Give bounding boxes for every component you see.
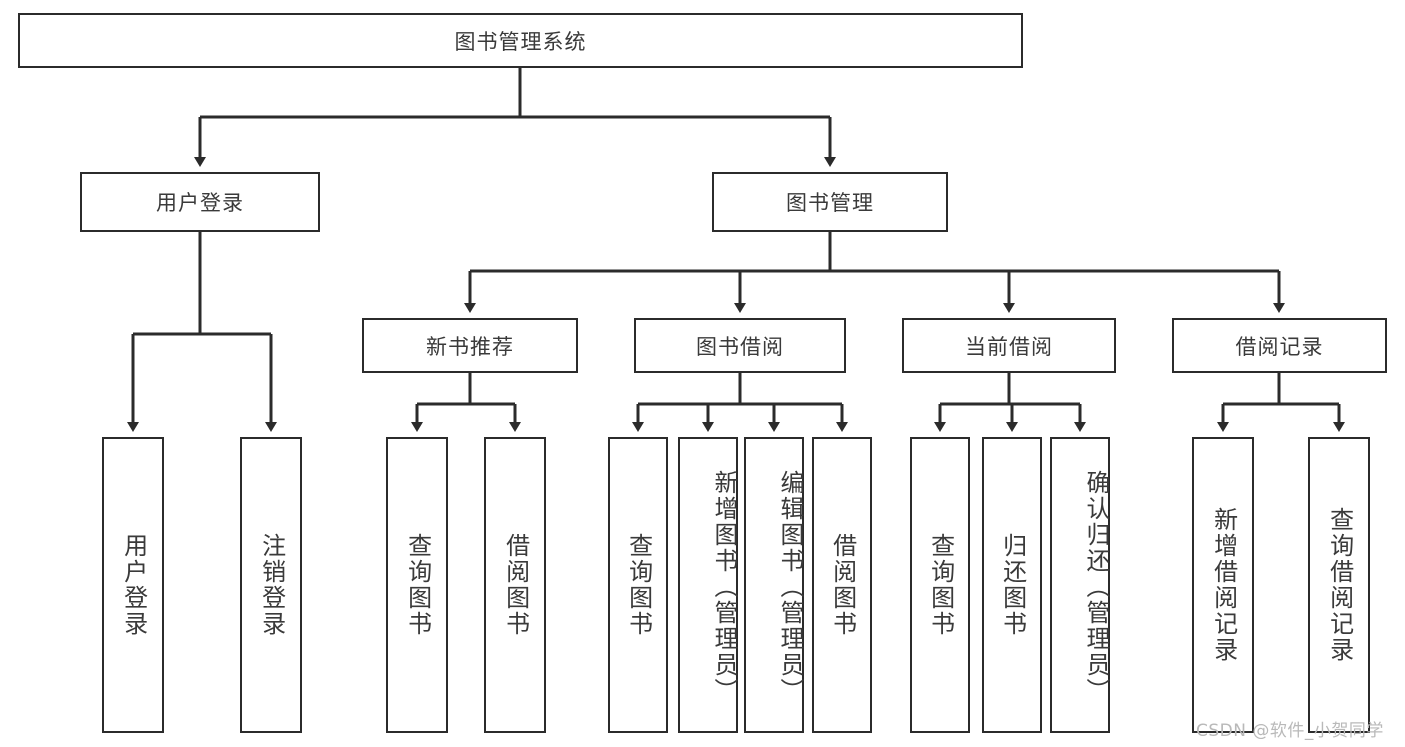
node-label: 查询图书 — [926, 533, 955, 637]
node-leaf-confirm-return[interactable]: 确认归还（管理员） — [1050, 437, 1110, 733]
node-root[interactable]: 图书管理系统 — [18, 13, 1023, 68]
node-label: 查询借阅记录 — [1325, 507, 1354, 663]
node-label: 借阅图书 — [501, 533, 530, 637]
node-leaf-return-book[interactable]: 归还图书 — [982, 437, 1042, 733]
node-label: 用户登录 — [119, 533, 148, 637]
node-label: 查询图书 — [403, 533, 432, 637]
node-label: 新增借阅记录 — [1209, 507, 1238, 663]
node-leaf-logout[interactable]: 注销登录 — [240, 437, 302, 733]
node-label: 新增图书（管理员） — [710, 470, 738, 704]
node-label: 编辑图书（管理员） — [776, 470, 804, 704]
node-leaf-query-book-1[interactable]: 查询图书 — [386, 437, 448, 733]
node-label: 图书管理系统 — [454, 29, 587, 54]
node-label: 用户登录 — [156, 191, 244, 215]
node-label: 查询图书 — [624, 533, 653, 637]
node-label: 归还图书 — [998, 533, 1027, 637]
node-leaf-borrow-book-2[interactable]: 借阅图书 — [812, 437, 872, 733]
node-current-borrow[interactable]: 当前借阅 — [902, 318, 1116, 373]
node-book-manage[interactable]: 图书管理 — [712, 172, 948, 232]
node-label: 图书借阅 — [696, 334, 784, 359]
node-user-login[interactable]: 用户登录 — [80, 172, 320, 232]
node-label: 当前借阅 — [965, 334, 1053, 359]
node-leaf-edit-book[interactable]: 编辑图书（管理员） — [744, 437, 804, 733]
node-leaf-query-book-2[interactable]: 查询图书 — [608, 437, 668, 733]
node-label: 确认归还（管理员） — [1082, 470, 1110, 704]
node-leaf-add-record[interactable]: 新增借阅记录 — [1192, 437, 1254, 733]
node-label: 图书管理 — [786, 191, 874, 215]
node-leaf-user-login[interactable]: 用户登录 — [102, 437, 164, 733]
node-leaf-add-book[interactable]: 新增图书（管理员） — [678, 437, 738, 733]
node-borrow-record[interactable]: 借阅记录 — [1172, 318, 1387, 373]
node-label: 注销登录 — [257, 533, 286, 637]
node-leaf-query-book-3[interactable]: 查询图书 — [910, 437, 970, 733]
node-leaf-borrow-book-1[interactable]: 借阅图书 — [484, 437, 546, 733]
node-book-borrow[interactable]: 图书借阅 — [634, 318, 846, 373]
node-label: 借阅图书 — [828, 533, 857, 637]
node-label: 新书推荐 — [426, 334, 514, 359]
node-leaf-query-record[interactable]: 查询借阅记录 — [1308, 437, 1370, 733]
node-label: 借阅记录 — [1235, 334, 1324, 359]
csdn-watermark: CSDN @软件_小贺同学 — [1196, 721, 1384, 741]
node-new-book-rec[interactable]: 新书推荐 — [362, 318, 578, 373]
